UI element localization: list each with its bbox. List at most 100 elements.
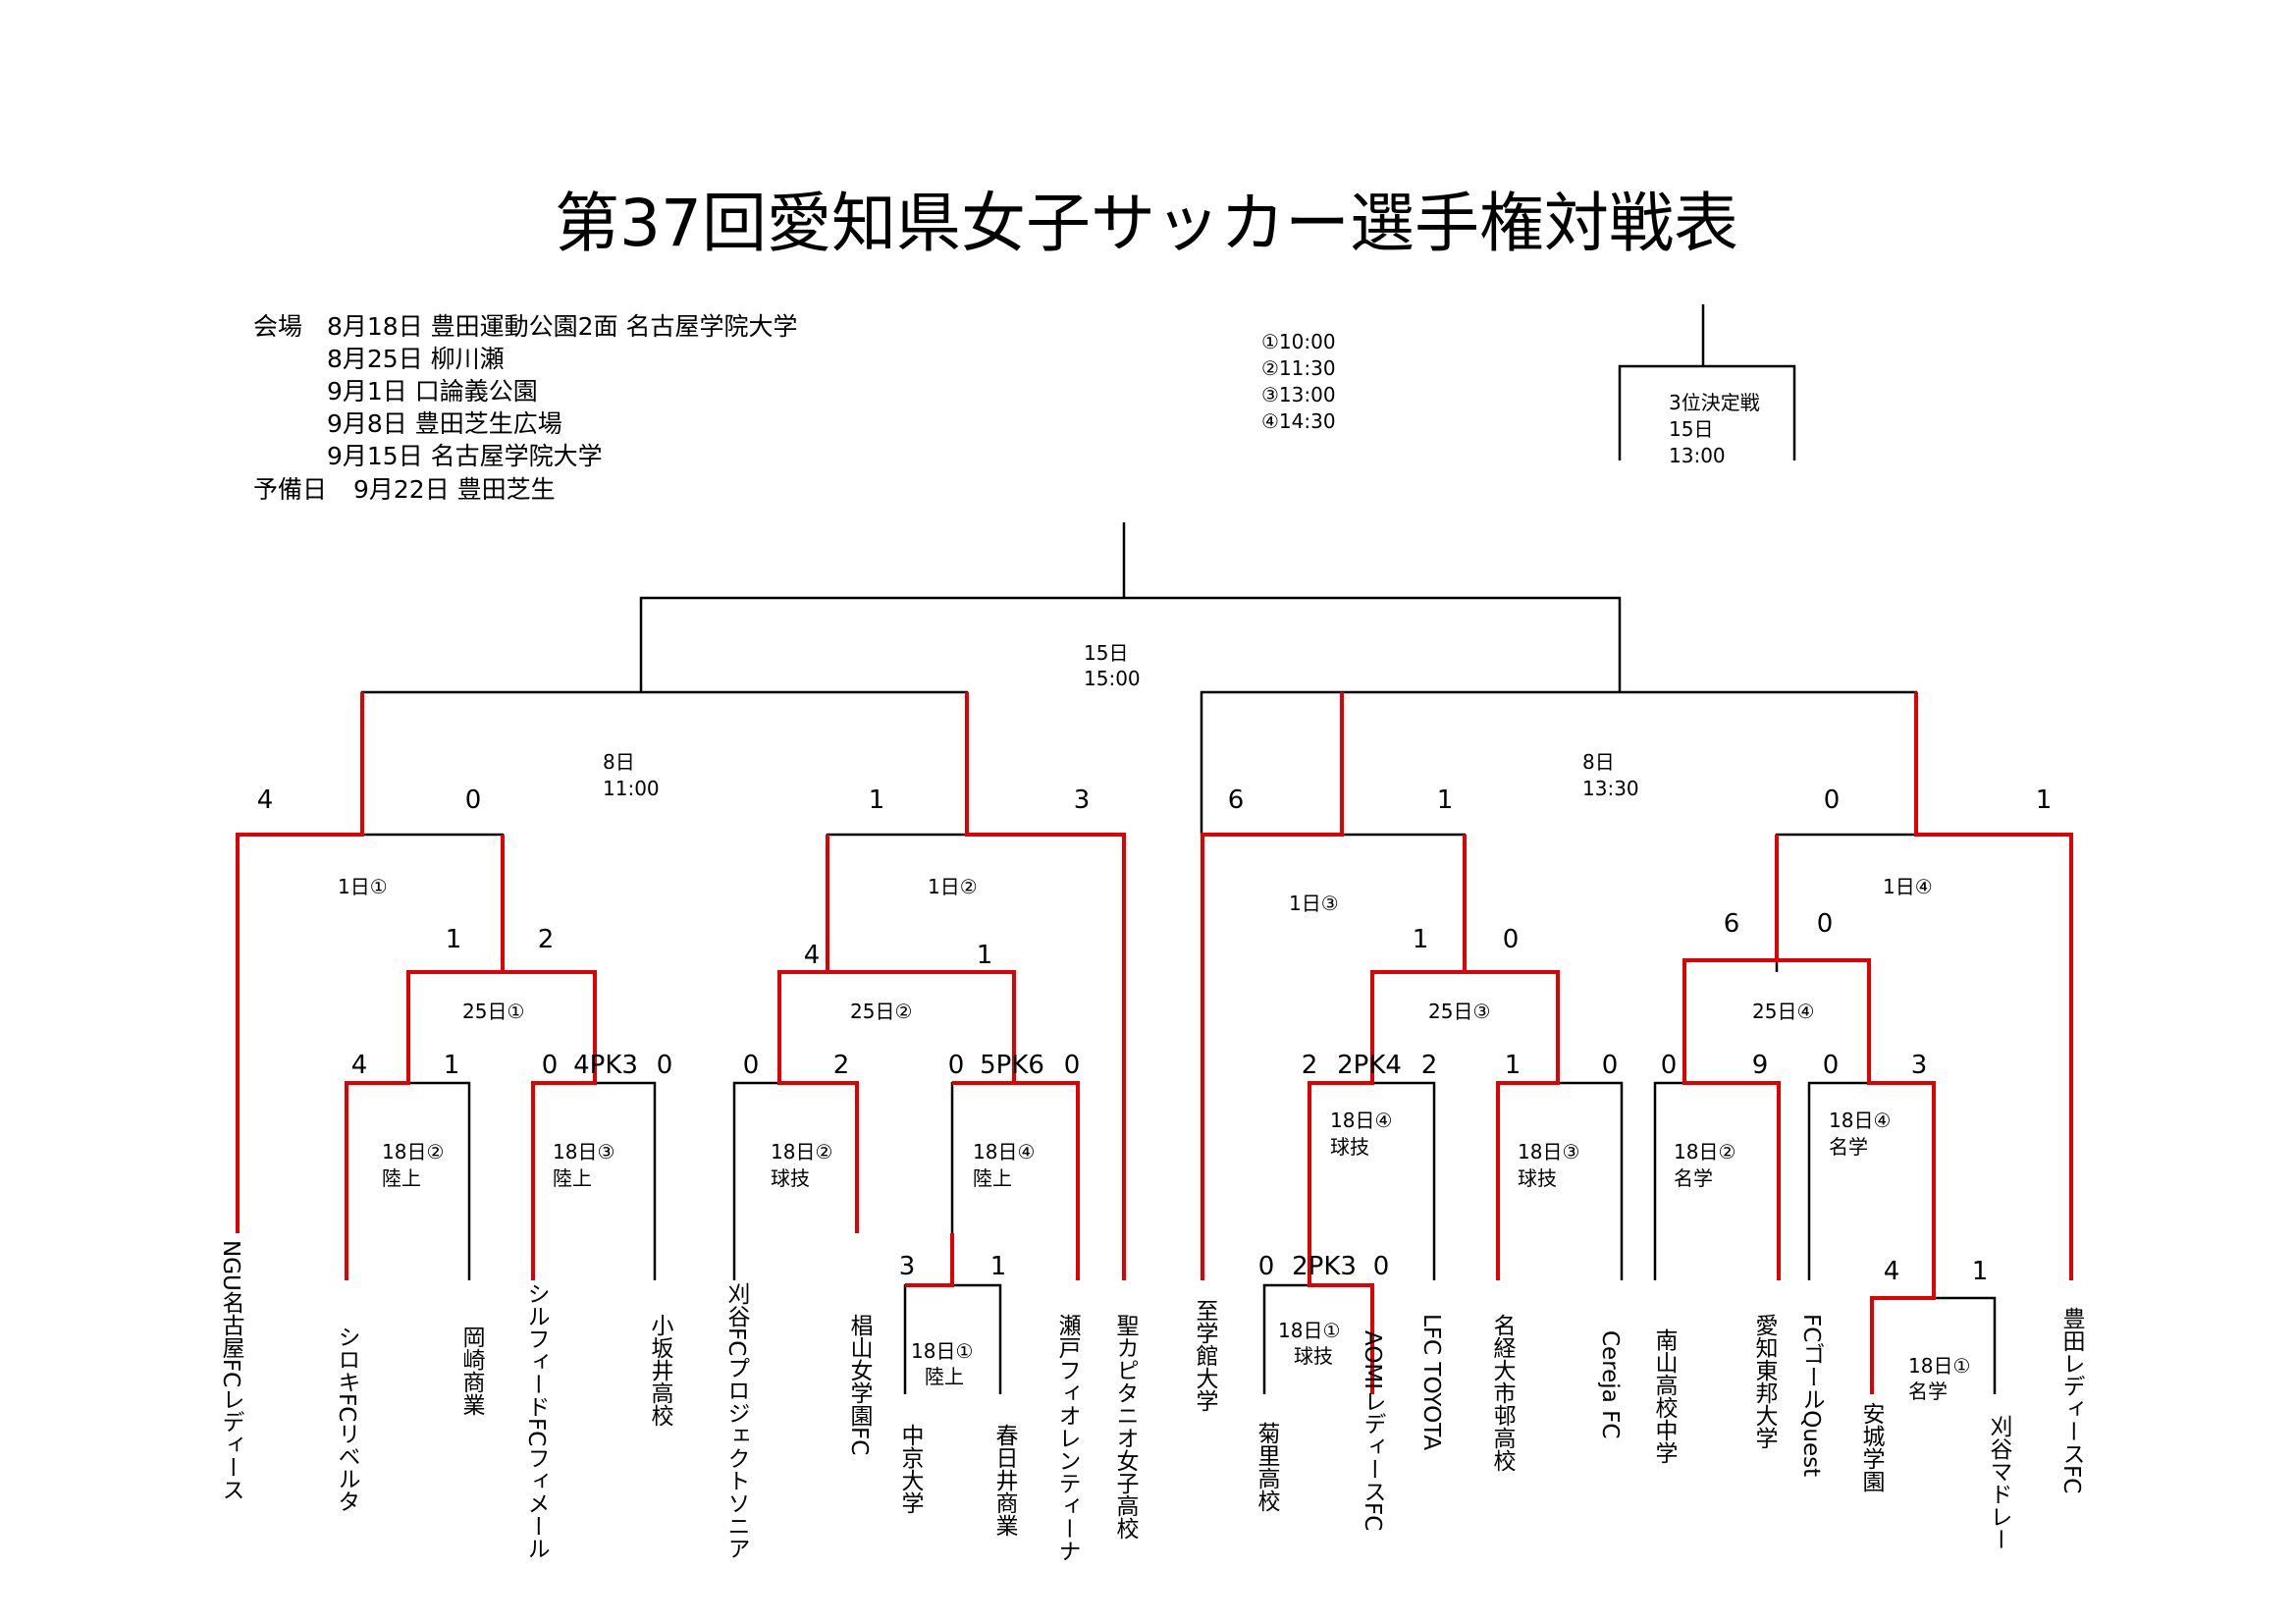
score: 2	[538, 925, 555, 954]
kickoff-times: ①10:00 ②11:30 ③13:00 ④14:30	[1261, 330, 1336, 433]
semifinal-time: 13:30	[1582, 777, 1639, 800]
team-name: 刈谷マドレー	[1986, 1415, 2013, 1550]
score: 0	[1823, 1051, 1840, 1080]
team-name: LFC TOYOTA	[1418, 1314, 1444, 1450]
score: 1	[1972, 1257, 1989, 1286]
score: 4	[1884, 1257, 1900, 1286]
score: 1	[444, 1051, 460, 1080]
final-day: 15日	[1084, 641, 1128, 665]
score: 1	[977, 941, 993, 970]
team-name: 春日井商業	[991, 1424, 1019, 1537]
final-line	[639, 522, 1622, 691]
winner-paths	[236, 692, 2073, 1394]
r1-line	[950, 1081, 1080, 1280]
r1-venue: 陸上	[973, 1166, 1012, 1190]
reserve-day-value: 9月22日 豊田芝生	[353, 475, 556, 504]
score: 4	[804, 941, 821, 970]
score: 0	[1661, 1051, 1678, 1080]
r1-venue: 名学	[1674, 1166, 1713, 1190]
venue-label: 会場	[253, 312, 302, 341]
match-label: 1日④	[1883, 875, 1933, 898]
score: 0	[1817, 909, 1834, 939]
prelim-day: 18日①	[911, 1339, 973, 1363]
semifinal-day: 8日	[1582, 750, 1615, 774]
r1-day: 18日④	[1330, 1109, 1392, 1132]
winner-path	[503, 970, 597, 1280]
r1-day: 18日③	[553, 1140, 614, 1164]
prelim-venue: 名学	[1908, 1380, 1948, 1403]
score: 2PK3	[1292, 1252, 1357, 1281]
winner-path	[1914, 692, 2073, 1280]
r1-day: 18日②	[1674, 1140, 1735, 1164]
team-name: 南山高校中学	[1651, 1328, 1679, 1464]
kickoff-time: ④14:30	[1261, 409, 1336, 433]
score: 2	[1302, 1051, 1318, 1080]
semifinal-day: 8日	[603, 750, 635, 774]
score: 4PK3	[573, 1051, 638, 1080]
team-name: 小坂井高校	[647, 1314, 674, 1427]
winner-path	[236, 692, 364, 1233]
venue-line: 8月18日 豊田運動公園2面 名古屋学院大学	[327, 312, 798, 341]
match-label: 25日①	[462, 1000, 524, 1023]
venue-line: 9月8日 豊田芝生広場	[327, 409, 562, 438]
score: 1	[1413, 925, 1429, 954]
team-name: 中京大学	[897, 1424, 925, 1514]
score: 1	[990, 1252, 1007, 1281]
team-name: 瀬戸フィオレンティーナ	[1054, 1314, 1082, 1562]
match-label: 1日①	[338, 875, 388, 898]
third-place-match: 3位決定戦 15日 13:00	[1618, 304, 1796, 467]
venue-line: 9月1日 口論義公園	[327, 377, 538, 406]
r1-day: 18日③	[1518, 1140, 1579, 1164]
score: 1	[2036, 785, 2053, 815]
round-labels: 15日 15:00 8日 11:00 8日 13:30 1日① 1日② 1日③ …	[338, 641, 1933, 1023]
team-name: 椙山女学園FC	[846, 1314, 874, 1455]
score: 2	[1421, 1051, 1438, 1080]
kickoff-time: ②11:30	[1261, 356, 1336, 380]
team-name: シロキFCリベルタ	[334, 1326, 360, 1512]
score: 3	[1074, 785, 1091, 815]
score: 0	[657, 1051, 673, 1080]
r1-labels: 18日② 陸上 18日③ 陸上 18日② 球技 18日④ 陸上 18日④ 球技 …	[382, 1109, 1970, 1403]
third-place-title: 3位決定戦	[1669, 391, 1760, 414]
score: 0	[1824, 785, 1841, 815]
r1-venue: 球技	[771, 1166, 810, 1190]
team-name: 聖カピタニオ女子高校	[1112, 1314, 1140, 1540]
team-name: 名経大市邨高校	[1489, 1314, 1517, 1472]
score: 0	[465, 785, 482, 815]
reserve-day-label: 予備日	[253, 475, 327, 504]
score: 1	[446, 925, 462, 954]
winner-path	[1777, 958, 1936, 1394]
winner-path	[828, 970, 1016, 1287]
r1-venue: 球技	[1518, 1166, 1557, 1190]
team-name: 岡崎商業	[458, 1326, 486, 1416]
team-name: 刈谷FCプロジェクトソニア	[723, 1282, 751, 1559]
r1-day: 18日②	[382, 1140, 444, 1164]
semifinal-line	[1200, 690, 1918, 835]
r1-venue: 陸上	[553, 1166, 592, 1190]
winner-path	[1682, 835, 1781, 1280]
score: 1	[1437, 785, 1454, 815]
team-name: 安城学園	[1858, 1402, 1886, 1492]
winner-path	[777, 835, 859, 1233]
winner-path	[1465, 970, 1560, 1280]
r1-day: 18日④	[1829, 1109, 1891, 1132]
prelim-venue: 球技	[1294, 1344, 1333, 1368]
third-place-bracket	[1618, 304, 1796, 460]
team-name: AOMIレディースFC	[1360, 1330, 1385, 1531]
score: 0	[1064, 1051, 1081, 1080]
winner-path	[345, 835, 505, 1280]
score: 2PK4	[1337, 1051, 1402, 1080]
kickoff-time: ③13:00	[1261, 383, 1336, 406]
score: 6	[1228, 785, 1245, 815]
score: 2	[833, 1051, 850, 1080]
winner-path	[1014, 1081, 1080, 1280]
final-time: 15:00	[1084, 667, 1141, 690]
r1-day: 18日②	[771, 1140, 832, 1164]
team-name: 菊里高校	[1254, 1422, 1281, 1512]
r1-day: 18日④	[973, 1140, 1035, 1164]
score: 6	[1724, 909, 1740, 939]
r2-line	[406, 970, 597, 1083]
venue-line: 9月15日 名古屋学院大学	[327, 442, 603, 470]
winner-path	[1308, 835, 1467, 1394]
